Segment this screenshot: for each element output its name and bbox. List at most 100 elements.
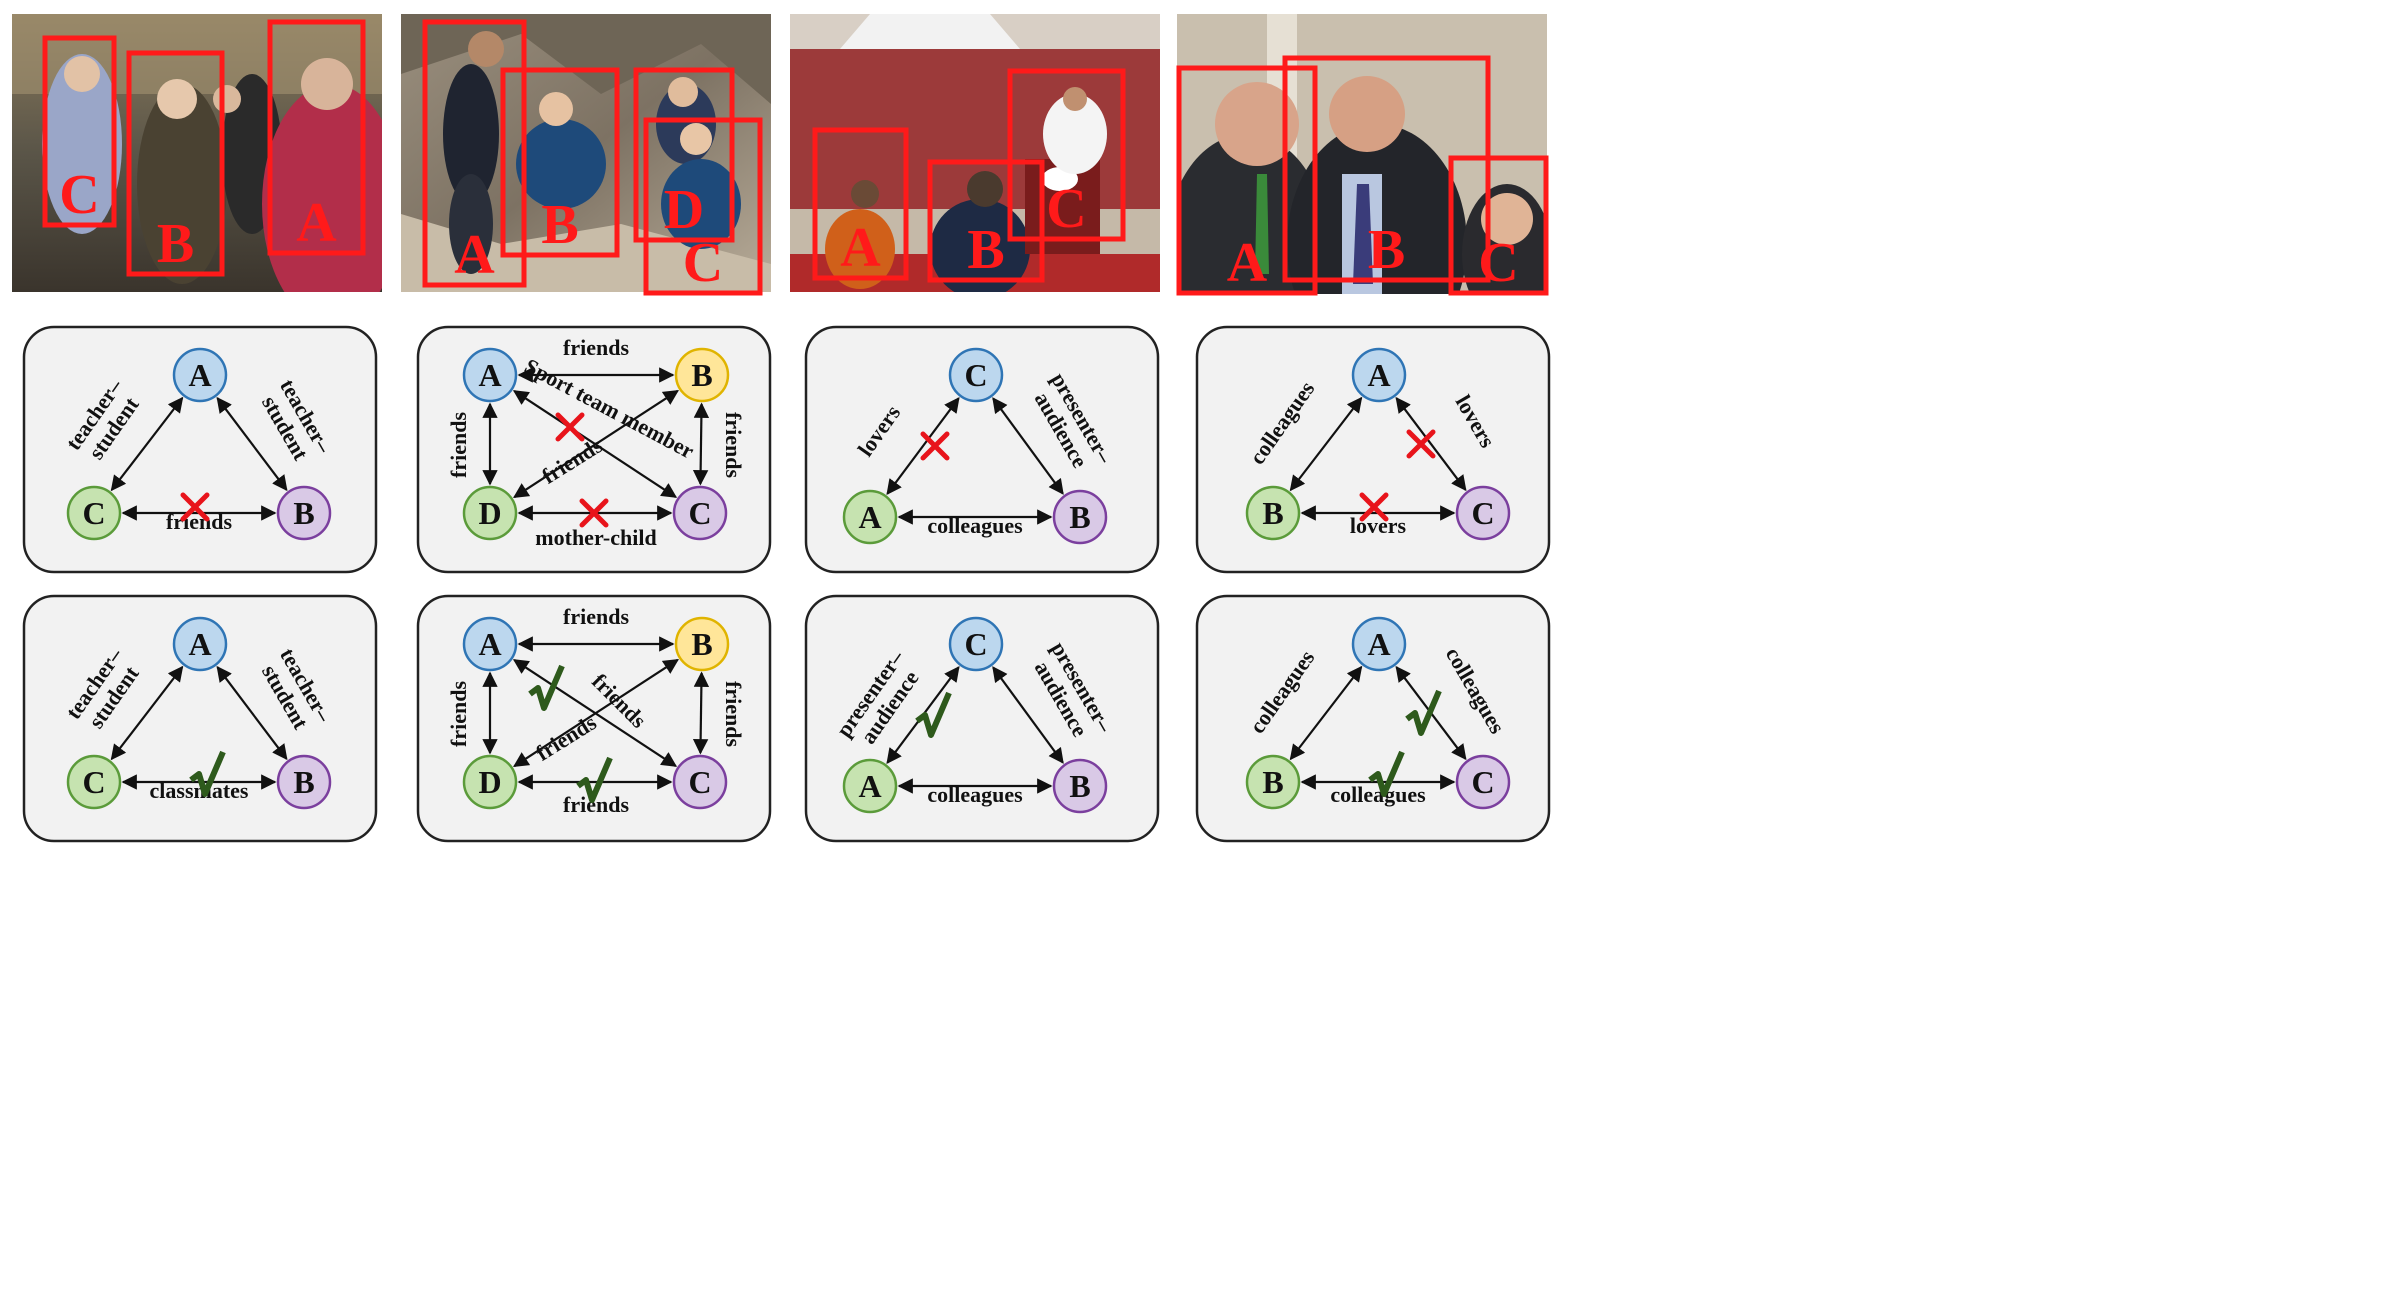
node-A	[842, 489, 898, 545]
node-B	[674, 616, 730, 672]
edge-line	[1395, 396, 1467, 492]
node-B	[1052, 758, 1108, 814]
node-label: A	[188, 626, 211, 662]
bbox-label: A	[1227, 232, 1268, 294]
node-A	[462, 347, 518, 403]
bbox-label: C	[1046, 178, 1086, 240]
node-C	[948, 616, 1004, 672]
check-icon	[189, 750, 226, 797]
bbox-label: A	[454, 224, 495, 286]
edge-line	[110, 665, 184, 761]
bbox-label: C	[1478, 232, 1518, 294]
node-label: B	[1069, 499, 1090, 535]
bbox-label: C	[59, 164, 99, 226]
bbox-label: C	[683, 232, 723, 294]
bbox-B	[1282, 55, 1491, 283]
node-label: C	[688, 495, 711, 531]
bbox-A	[812, 127, 909, 281]
node-C	[672, 485, 728, 541]
node-A	[842, 758, 898, 814]
node-label: B	[293, 764, 314, 800]
node-label: A	[1367, 626, 1390, 662]
node-label: A	[478, 626, 501, 662]
node-D	[462, 485, 518, 541]
edge-label: friends	[563, 604, 629, 629]
node-label: D	[478, 764, 501, 800]
edge-line	[992, 666, 1064, 764]
bbox-label: B	[541, 194, 578, 256]
bbox-C	[42, 35, 117, 228]
node-label: B	[691, 357, 712, 393]
bbox-label: B	[157, 213, 194, 275]
edge-label: friends	[446, 681, 471, 747]
bbox-label: D	[664, 179, 704, 241]
cross-icon	[1359, 492, 1389, 522]
node-label: D	[478, 495, 501, 531]
cross-icon	[1406, 429, 1436, 459]
bbox-A	[267, 19, 366, 256]
bbox-B	[927, 159, 1045, 283]
edge-line	[692, 671, 710, 755]
edge-label: mother-child	[535, 525, 656, 550]
node-label: B	[1069, 768, 1090, 804]
edge-line	[992, 397, 1064, 495]
bbox-A	[422, 19, 527, 288]
edge-line	[513, 658, 679, 768]
edge-label: friends	[721, 412, 746, 478]
node-C	[672, 754, 728, 810]
bbox-C	[643, 117, 763, 296]
node-B	[674, 347, 730, 403]
node-A	[172, 616, 228, 672]
bbox-B	[500, 67, 620, 258]
node-C	[1455, 485, 1511, 541]
node-A	[1351, 616, 1407, 672]
node-B	[1245, 485, 1301, 541]
node-label: A	[188, 357, 211, 393]
bbox-label: A	[840, 217, 881, 279]
check-icon	[1368, 750, 1405, 797]
node-label: C	[82, 495, 105, 531]
edge-label: friends	[721, 681, 746, 747]
edge-line	[1289, 665, 1363, 761]
photo-4	[1177, 14, 1547, 294]
cross-icon	[920, 431, 950, 461]
bbox-D	[633, 67, 735, 243]
bbox-label: B	[967, 219, 1004, 281]
check-icon	[1405, 689, 1442, 736]
check-icon	[528, 664, 565, 711]
edge-line	[110, 396, 184, 492]
node-label: A	[478, 357, 501, 393]
node-B	[276, 754, 332, 810]
bbox-C	[1448, 155, 1549, 296]
edge-line	[513, 389, 679, 499]
node-label: C	[964, 357, 987, 393]
edge-line	[1289, 396, 1363, 492]
node-label: B	[691, 626, 712, 662]
node-label: C	[1471, 495, 1494, 531]
node-label: C	[1471, 764, 1494, 800]
photo-3	[790, 14, 1160, 292]
node-B	[1052, 489, 1108, 545]
edge-label: friends	[563, 335, 629, 360]
node-label: B	[293, 495, 314, 531]
node-label: B	[1262, 495, 1283, 531]
edge-line	[886, 397, 960, 495]
node-D	[462, 754, 518, 810]
edge-label: colleagues	[927, 513, 1023, 538]
node-B	[276, 485, 332, 541]
node-label: B	[1262, 764, 1283, 800]
node-C	[948, 347, 1004, 403]
node-A	[462, 616, 518, 672]
node-label: A	[858, 768, 881, 804]
cross-icon	[180, 492, 210, 522]
edge-label: colleagues	[1330, 782, 1426, 807]
node-A	[1351, 347, 1407, 403]
